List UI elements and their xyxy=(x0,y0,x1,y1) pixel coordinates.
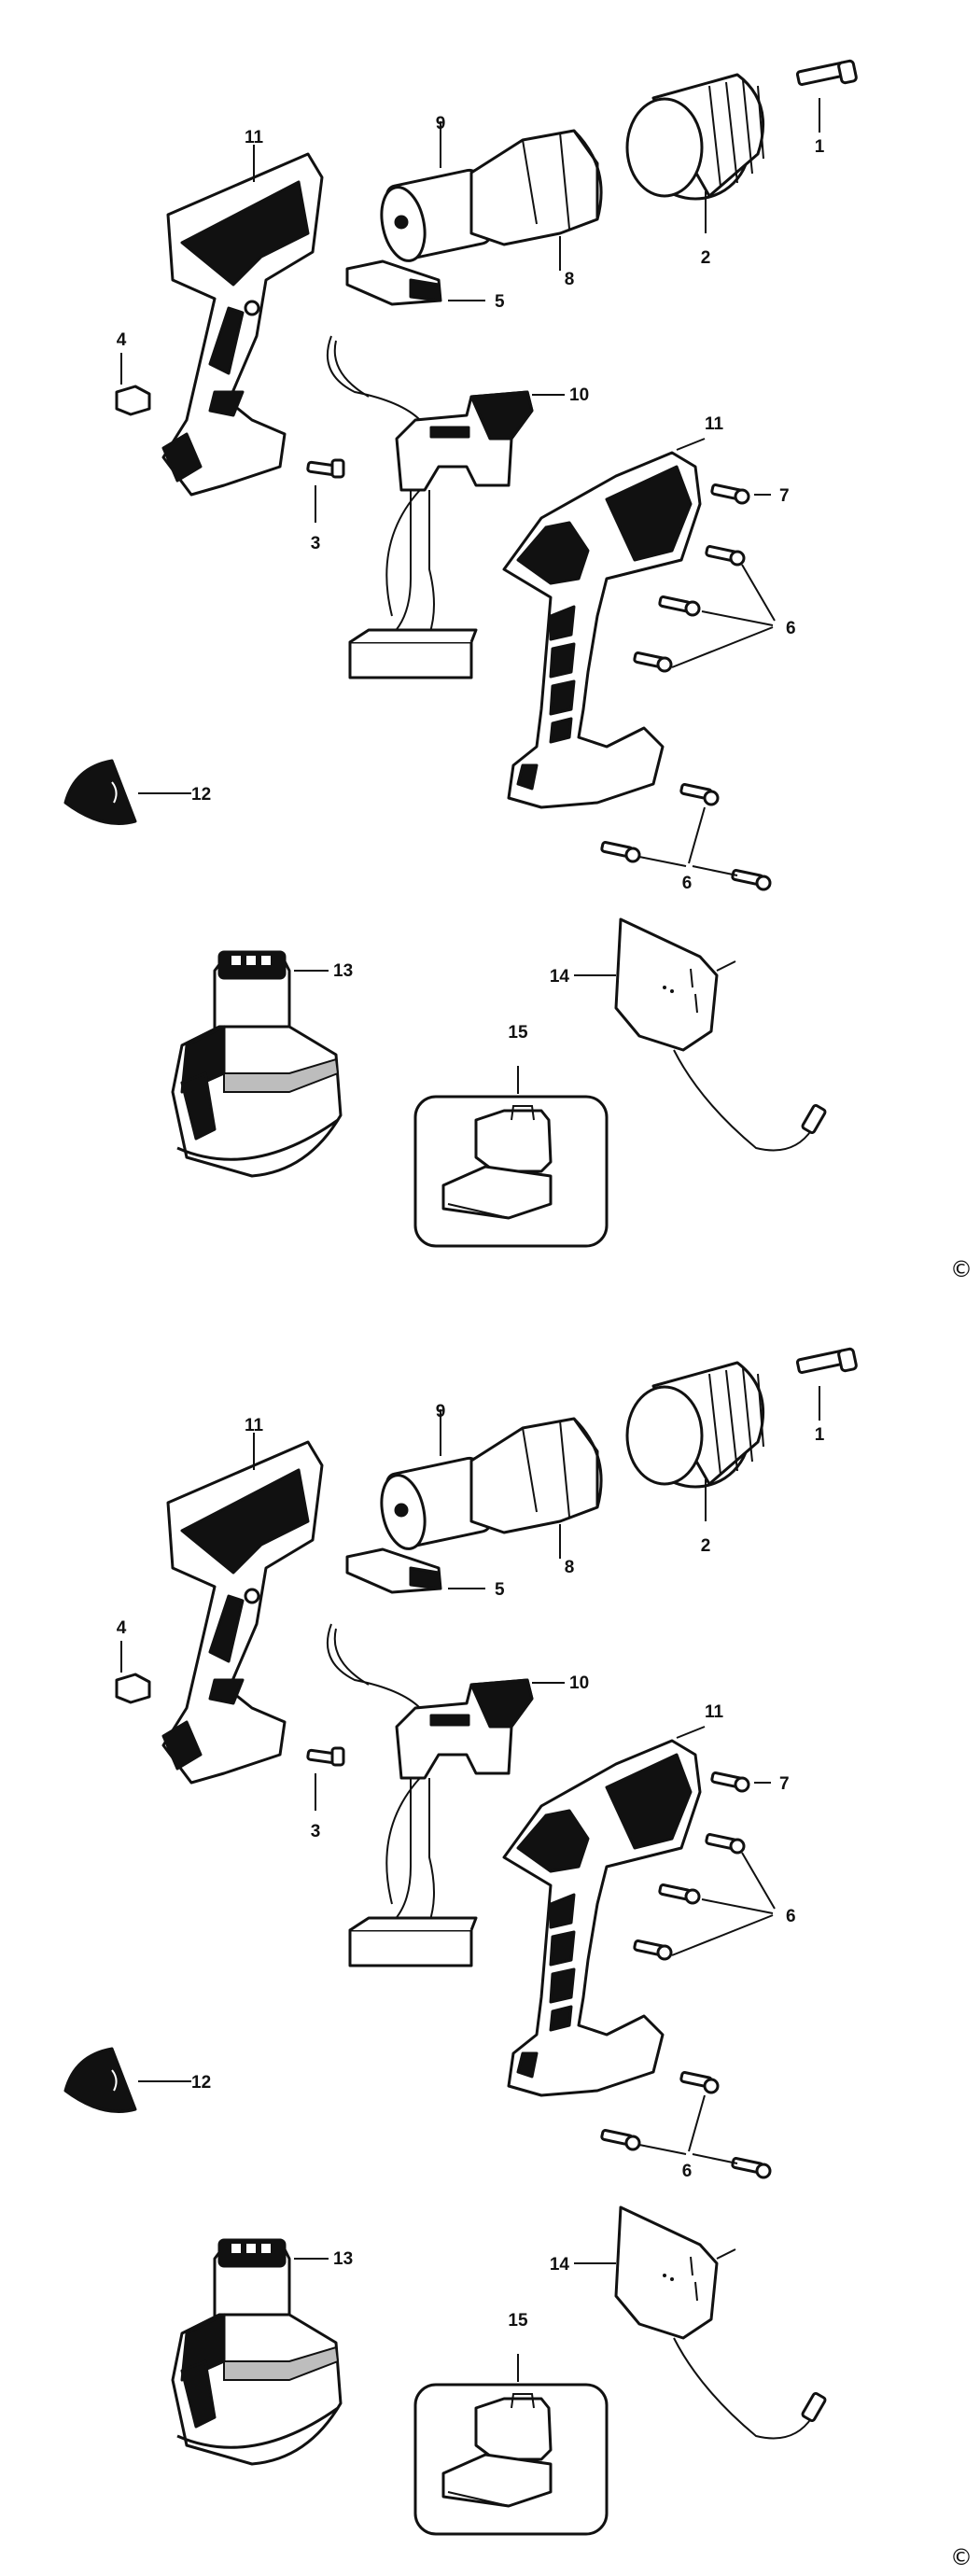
callout-label: 11 xyxy=(245,1416,264,1435)
callout-label: 5 xyxy=(495,1580,505,1600)
callout-label: 6 xyxy=(786,1907,796,1926)
callout-label: 13 xyxy=(333,2249,353,2269)
callout-label: 13 xyxy=(333,961,353,981)
callout-label: 11 xyxy=(245,128,264,147)
callout-label: 4 xyxy=(117,330,127,350)
callout-label: 6 xyxy=(682,874,693,893)
callout-label: 12 xyxy=(191,785,211,805)
callout-label: 8 xyxy=(565,270,575,289)
callout-label: 15 xyxy=(508,1023,528,1043)
callout-label: 5 xyxy=(495,292,505,312)
callout-label: 3 xyxy=(311,1822,321,1841)
callout-label: 2 xyxy=(701,1536,711,1556)
callout-label: 9 xyxy=(436,1402,446,1421)
callout-label: 3 xyxy=(311,534,321,553)
callout-label: 1 xyxy=(815,137,825,157)
callout-label: 12 xyxy=(191,2073,211,2093)
callout-label: 10 xyxy=(569,385,589,405)
callout-label: 6 xyxy=(682,2162,693,2181)
callout-label: 10 xyxy=(569,1673,589,1693)
callout-label: 2 xyxy=(701,248,711,268)
copyright-mark: © xyxy=(950,1256,973,1282)
callout-label: 11 xyxy=(705,1702,724,1722)
callout-label: 11 xyxy=(705,414,724,434)
callout-label: 9 xyxy=(436,114,446,133)
callout-label: 7 xyxy=(779,1774,790,1794)
callout-label: 8 xyxy=(565,1558,575,1577)
callout-label: 4 xyxy=(117,1618,127,1638)
callout-label: 14 xyxy=(550,2255,570,2275)
callout-label: 6 xyxy=(786,619,796,638)
diagram-panel-upper: 1 2 3 4 5 6 6 7 8 9 10 11 11 12 13 14 15 xyxy=(63,59,859,1248)
diagram-panel-lower: 1 2 3 4 5 6 6 7 8 9 10 11 11 12 13 14 15 xyxy=(63,1347,859,2536)
callout-label: 7 xyxy=(779,486,790,506)
callout-label: 1 xyxy=(815,1425,825,1445)
callout-label: 14 xyxy=(550,967,570,987)
callout-label: 15 xyxy=(508,2311,528,2331)
copyright-mark: © xyxy=(950,2544,973,2570)
